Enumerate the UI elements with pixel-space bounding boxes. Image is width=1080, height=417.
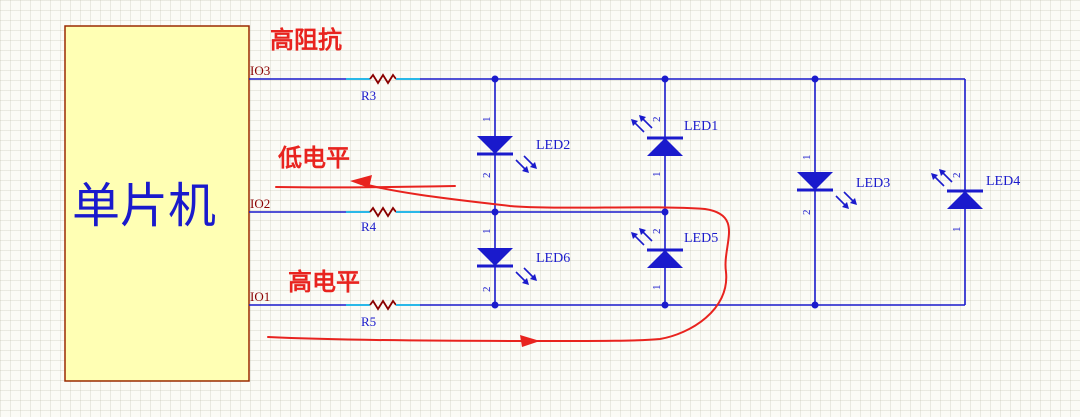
led1-symbol — [645, 136, 685, 158]
annotation-high-impedance: 高阻抗 — [270, 26, 342, 54]
led3-symbol — [795, 170, 835, 192]
led2-symbol — [475, 134, 515, 156]
led5-pin1: 1 — [651, 285, 663, 291]
led1-pin1: 1 — [651, 172, 663, 178]
led4-pin2: 2 — [951, 173, 963, 179]
resistor-r3-label: R3 — [361, 88, 376, 103]
junctions — [491, 75, 819, 309]
led3-pin2: 2 — [801, 210, 813, 216]
led4-label: LED4 — [986, 174, 1020, 189]
led6-light-icon — [515, 267, 538, 286]
resistor-r3 — [345, 74, 421, 84]
led2-pin2: 2 — [481, 173, 493, 179]
resistor-r5 — [345, 300, 421, 310]
current-flow-path — [267, 182, 730, 343]
led6-pin1: 1 — [481, 229, 493, 235]
led2-light-icon — [515, 155, 538, 174]
led5-pin2: 2 — [651, 229, 663, 235]
mcu-label: 单片机 — [72, 180, 216, 233]
led1-label: LED1 — [684, 119, 718, 134]
led4-pin1: 1 — [951, 227, 963, 233]
annotation-high-level: 高电平 — [288, 268, 360, 296]
current-arrow-right-icon — [520, 335, 540, 347]
led5-label: LED5 — [684, 231, 718, 246]
annotation-low-level: 低电平 — [277, 144, 350, 172]
pin-io1: IO1 — [250, 289, 270, 304]
led6-pin2: 2 — [481, 287, 493, 293]
led2-pin1: 1 — [481, 117, 493, 123]
pin-io2: IO2 — [250, 196, 270, 211]
mcu-block — [64, 25, 250, 382]
led4-light-icon — [930, 168, 953, 187]
led6-label: LED6 — [536, 251, 570, 266]
led3-light-icon — [835, 191, 858, 210]
resistor-r5-label: R5 — [361, 314, 376, 329]
led1-pin2: 2 — [651, 117, 663, 123]
resistor-r4-label: R4 — [361, 219, 377, 234]
led3-pin1: 1 — [801, 155, 813, 161]
led2-label: LED2 — [536, 138, 570, 153]
led5-symbol — [645, 248, 685, 270]
led6-symbol — [475, 246, 515, 268]
led3-label: LED3 — [856, 176, 890, 191]
resistor-r4 — [345, 207, 421, 217]
led1-light-icon — [630, 114, 653, 133]
led4-symbol — [945, 189, 985, 211]
current-arrow-left-icon — [350, 175, 372, 188]
pin-io3: IO3 — [250, 63, 270, 78]
led5-light-icon — [630, 227, 653, 246]
